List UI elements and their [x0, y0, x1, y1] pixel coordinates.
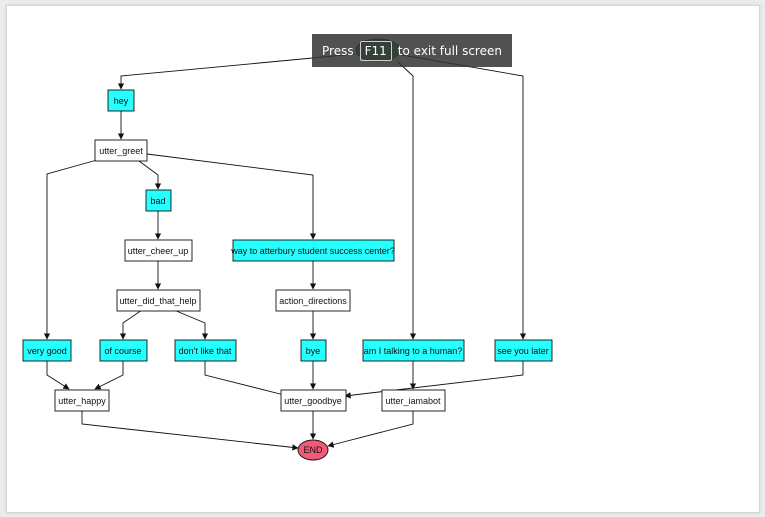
node-utter-cheer-up[interactable]: utter_cheer_up [124, 239, 193, 262]
toast-exit-text: to exit full screen [397, 43, 502, 58]
edge-ofcourse-happy [94, 361, 124, 390]
node-utter-iamabot[interactable]: utter_iamabot [381, 389, 446, 412]
node-way-label: way to atterbury student success center? [230, 246, 395, 256]
node-utter-iamabot-label: utter_iamabot [385, 396, 441, 406]
toast-press-text: Press [322, 43, 354, 58]
node-bye-label: bye [306, 346, 321, 356]
node-bad-label: bad [150, 196, 165, 206]
edge-start-hey [117, 53, 356, 90]
node-very-good[interactable]: very good [22, 339, 72, 362]
edge-verygood-happy [46, 361, 70, 390]
f11-key: F11 [359, 40, 392, 61]
node-dont-like-label: don't like that [179, 346, 232, 356]
node-hey[interactable]: hey [107, 89, 135, 112]
node-utter-greet-label: utter_greet [99, 146, 143, 156]
edge-greet-way [146, 153, 317, 240]
node-end[interactable]: END [297, 439, 329, 461]
node-utter-happy-label: utter_happy [58, 396, 106, 406]
node-of-course-label: of course [104, 346, 141, 356]
node-utter-cheer-up-label: utter_cheer_up [128, 246, 189, 256]
node-bad[interactable]: bad [145, 189, 172, 212]
node-see-you[interactable]: see you later [494, 339, 553, 362]
node-utter-did-that-help[interactable]: utter_did_that_help [116, 289, 201, 312]
node-utter-happy[interactable]: utter_happy [54, 389, 110, 412]
node-see-you-label: see you later [497, 346, 549, 356]
edge-didhelp-ofcourse [119, 309, 143, 340]
edge-didhelp-dontlike [173, 309, 209, 340]
node-way[interactable]: way to atterbury student success center? [230, 239, 395, 262]
node-human-label: am I talking to a human? [364, 346, 463, 356]
node-of-course[interactable]: of course [99, 339, 148, 362]
node-action-directions-label: action_directions [279, 296, 347, 306]
edge-happy-end [81, 411, 299, 451]
node-utter-greet[interactable]: utter_greet [94, 139, 148, 162]
edge-dontlike-goodbye [204, 361, 289, 398]
node-dont-like[interactable]: don't like that [174, 339, 237, 362]
node-utter-did-that-help-label: utter_did_that_help [119, 296, 196, 306]
node-utter-goodbye[interactable]: utter_goodbye [280, 389, 347, 412]
edge-iamabot-end [327, 411, 414, 448]
edge-start-human [397, 61, 417, 340]
edge-seeyou-goodbye [344, 361, 524, 399]
fullscreen-toast: Press F11 to exit full screen [312, 34, 512, 67]
node-human[interactable]: am I talking to a human? [362, 339, 465, 362]
node-end-label: END [303, 445, 323, 455]
node-action-directions[interactable]: action_directions [275, 289, 351, 312]
edge-greet-bad [138, 160, 162, 190]
node-very-good-label: very good [27, 346, 67, 356]
edge-start-seeyou [401, 54, 527, 340]
node-bye[interactable]: bye [300, 339, 327, 362]
node-utter-goodbye-label: utter_goodbye [284, 396, 342, 406]
edge-greet-verygood [43, 159, 98, 340]
node-hey-label: hey [114, 96, 129, 106]
